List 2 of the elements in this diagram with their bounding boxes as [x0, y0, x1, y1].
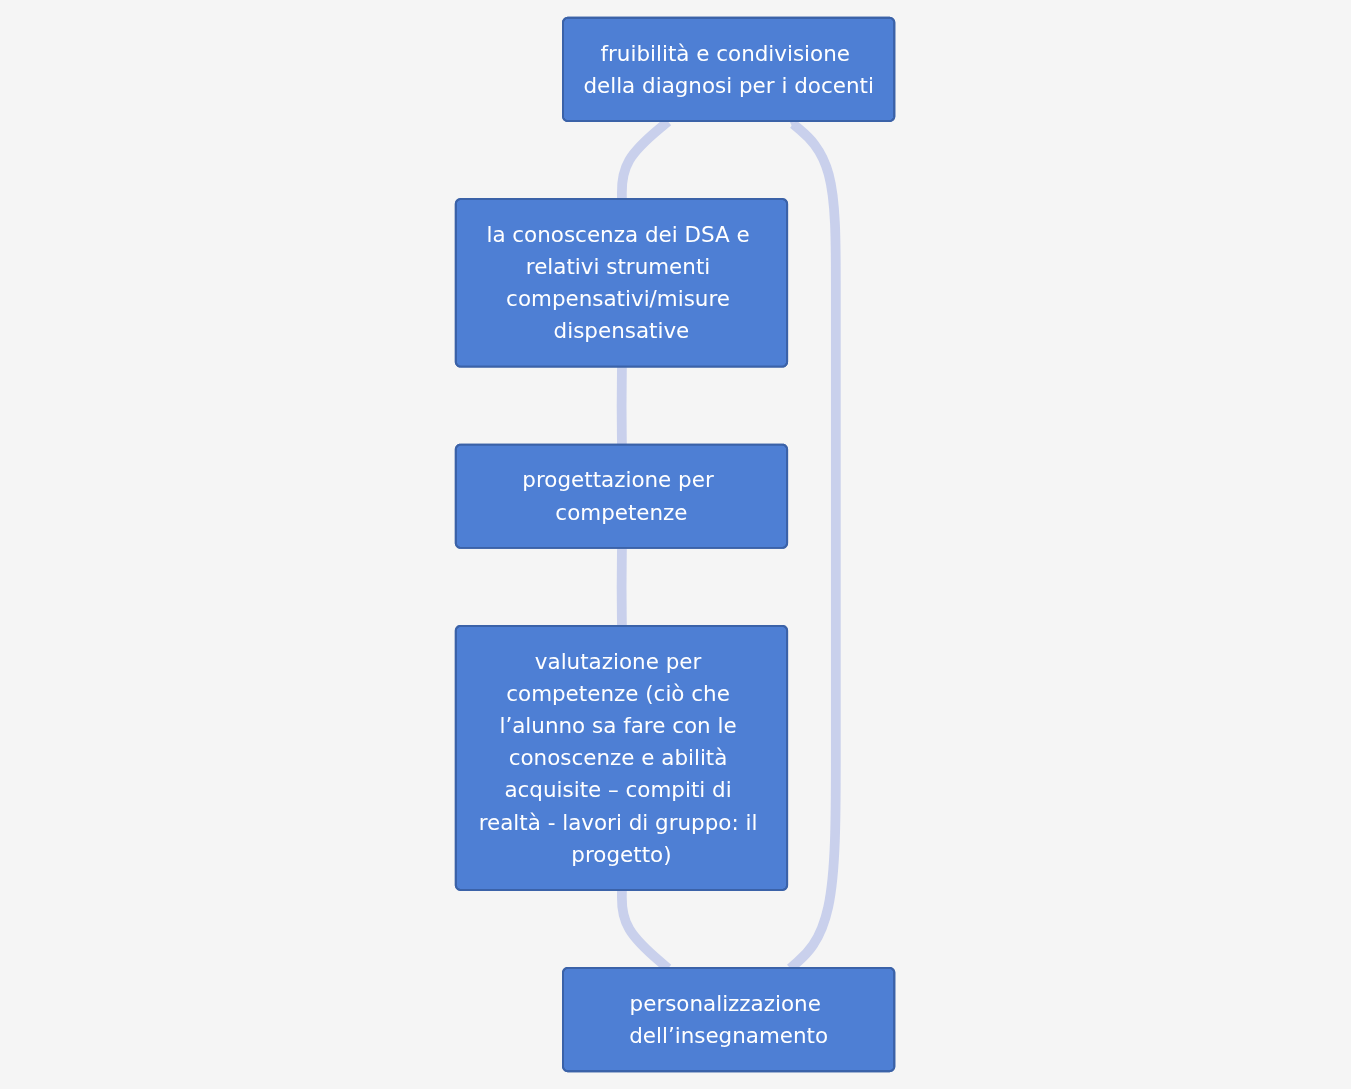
- connector: [617, 367, 628, 446]
- connector: [617, 548, 628, 627]
